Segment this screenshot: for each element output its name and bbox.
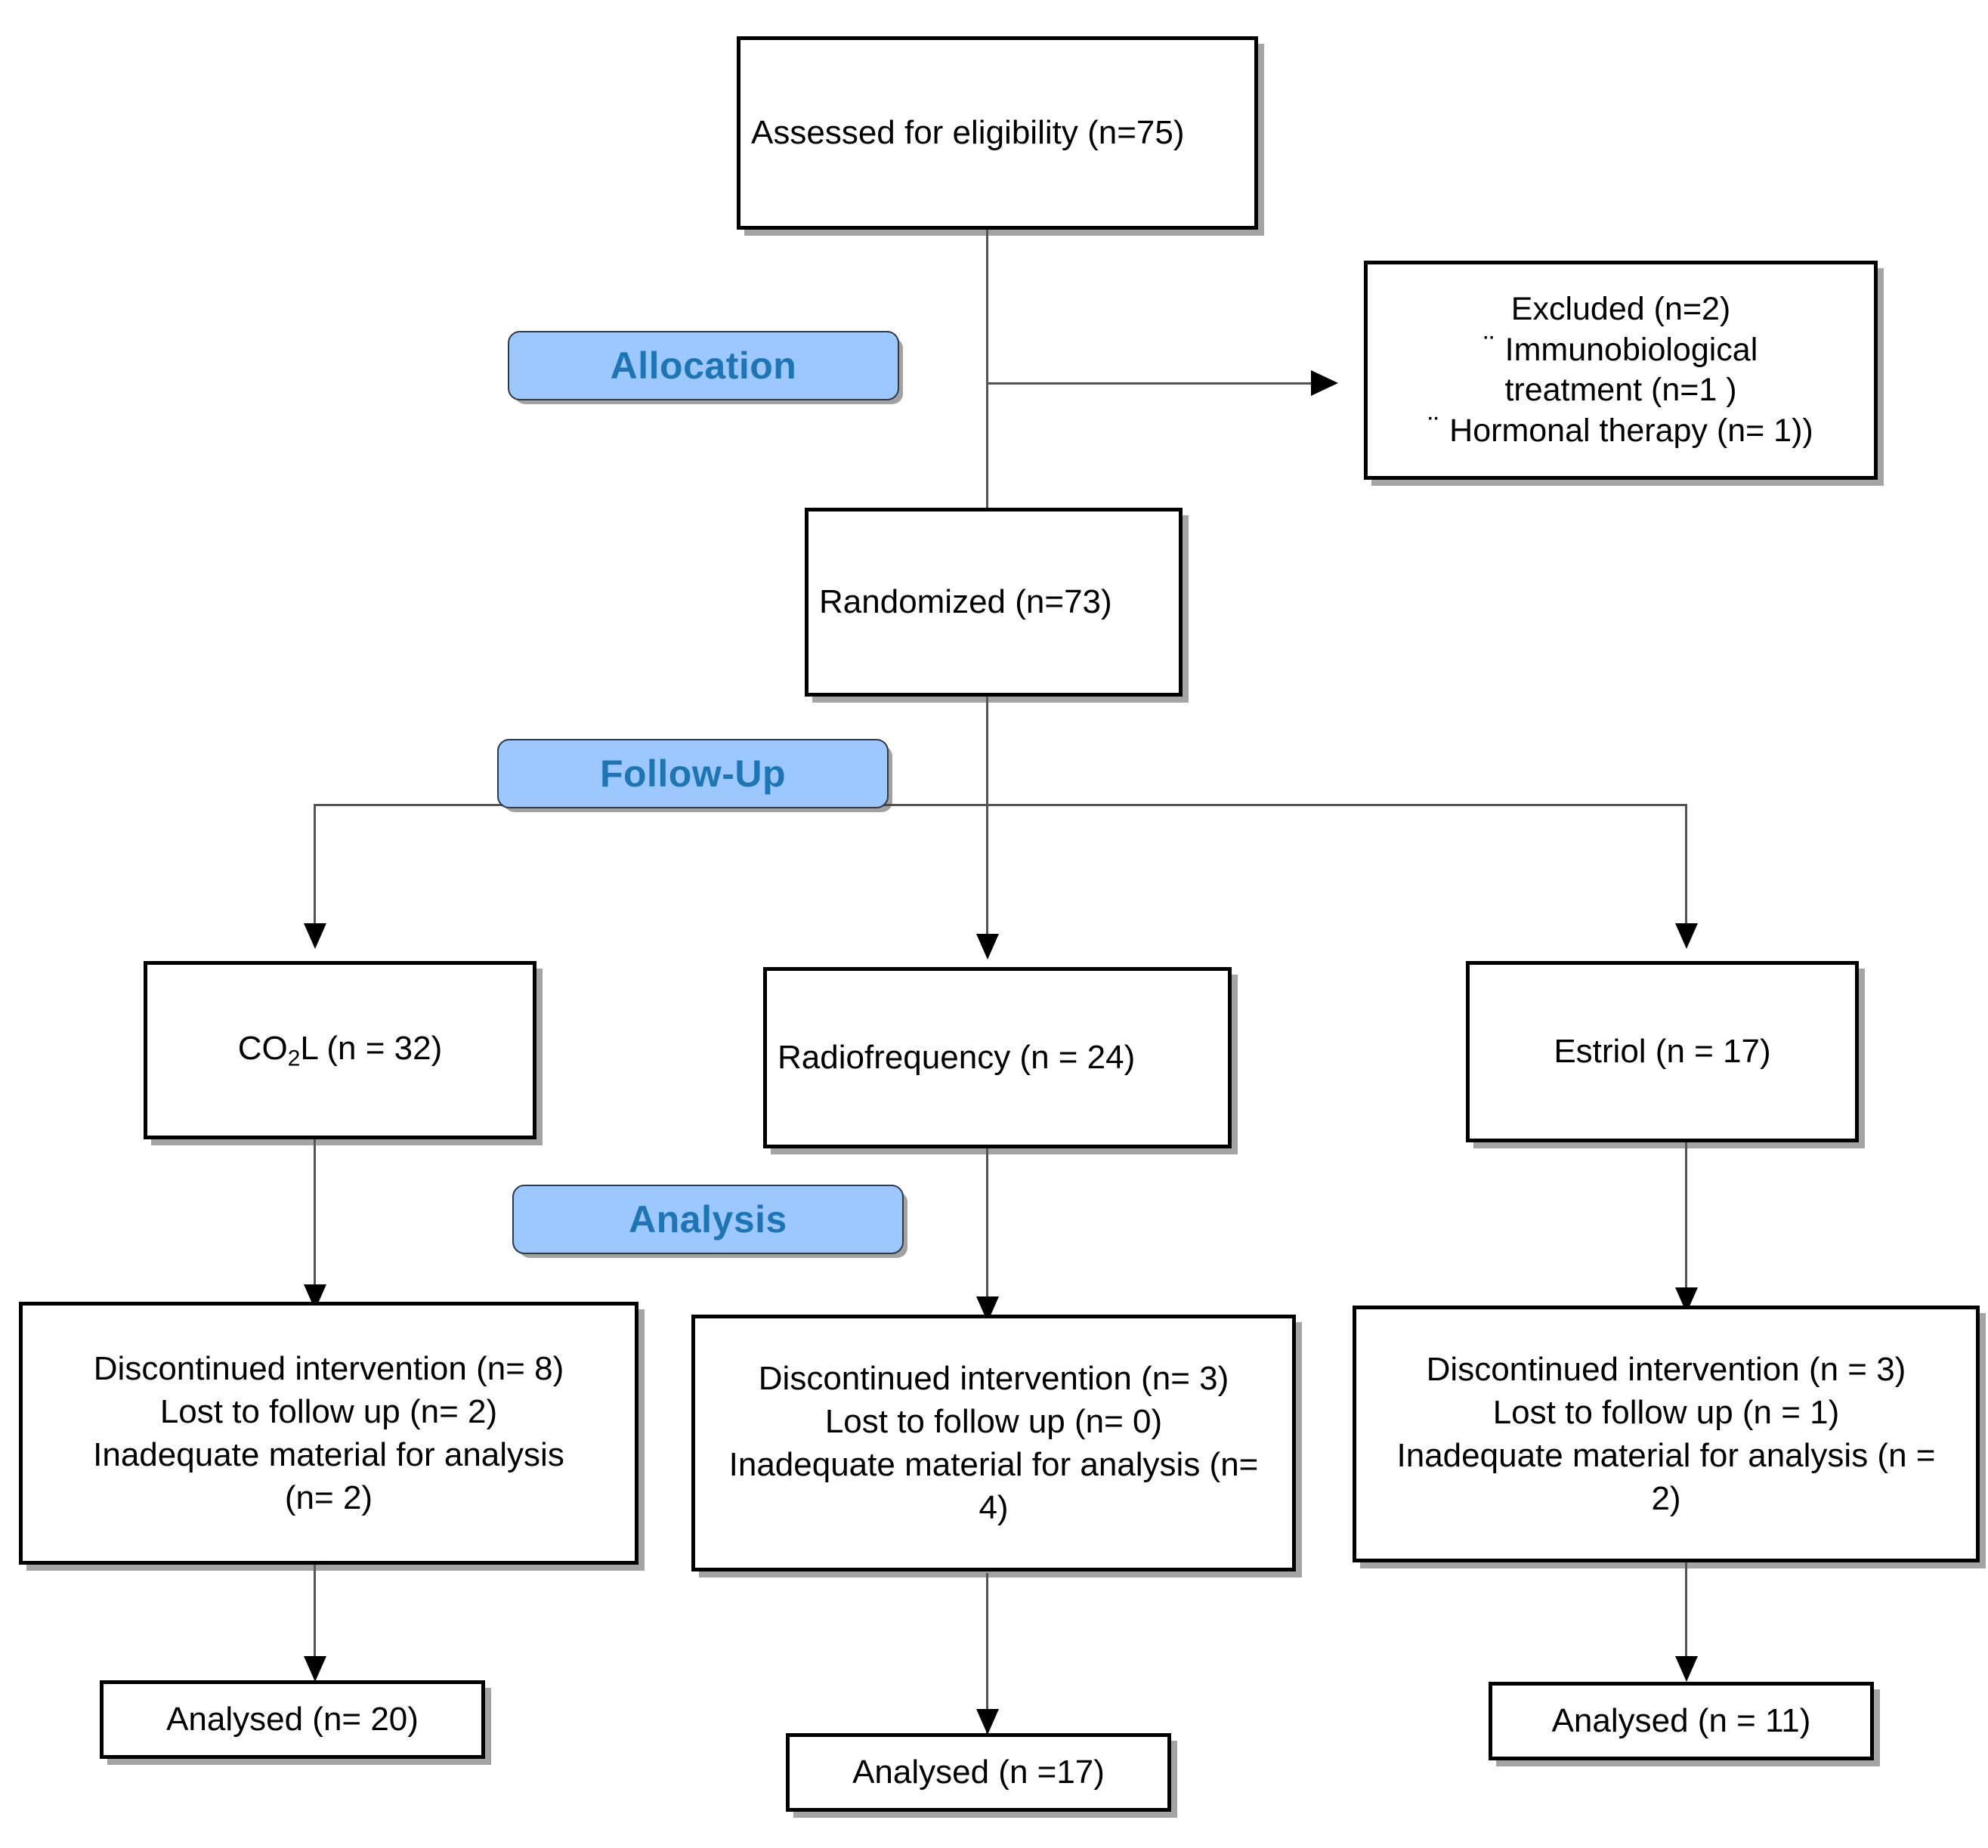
stage-follow-up-text: Follow-Up — [599, 752, 787, 795]
attrition-radiofrequency-line-3: Inadequate material for analysis (n= — [728, 1446, 1259, 1483]
arrow-to-arm-radiofrequency — [976, 934, 999, 960]
attrition-co2l-line-3: Inadequate material for analysis — [93, 1436, 564, 1473]
attrition-radiofrequency-line-1: Discontinued intervention (n= 3) — [758, 1359, 1229, 1397]
attrition-co2l-line-4: (n= 2) — [284, 1479, 373, 1517]
stage-allocation-text: Allocation — [610, 345, 797, 387]
connector-assessed-to-randomized — [986, 227, 988, 508]
connector-attrition-to-analysed-estriol — [1685, 1562, 1687, 1671]
attrition-estriol-line-2: Lost to follow up (n = 1) — [1492, 1393, 1840, 1431]
node-analysed-co2l: Analysed (n= 20) — [100, 1680, 485, 1759]
node-arm-estriol: Estriol (n = 17) — [1466, 961, 1859, 1142]
node-analysed-radiofrequency-label: Analysed (n =17) — [852, 1754, 1105, 1791]
node-analysed-radiofrequency: Analysed (n =17) — [786, 1733, 1171, 1812]
arrow-to-analysed-estriol — [1675, 1656, 1698, 1682]
node-assessed-for-eligibility: Assessed for eligibility (n=75) — [737, 36, 1258, 230]
node-excluded: Excluded (n=2) ¨Immunobiological treatme… — [1364, 261, 1878, 480]
node-randomized-label: Randomized (n=73) — [819, 583, 1112, 621]
diaeresis-bullet-icon-2: ¨ — [1428, 410, 1439, 446]
node-arm-radiofrequency-label: Radiofrequency (n = 24) — [778, 1039, 1136, 1077]
node-arm-co2l-label: CO2L (n = 32) — [237, 1029, 443, 1071]
excluded-reason-1-line-1: Immunobiological — [1504, 332, 1758, 369]
excluded-reason-1-line-2: treatment (n=1 ) — [1504, 372, 1737, 408]
node-attrition-estriol: Discontinued intervention (n = 3) Lost t… — [1353, 1306, 1980, 1562]
attrition-radiofrequency-line-2: Lost to follow up (n= 0) — [824, 1402, 1163, 1440]
connector-arm-to-attrition-radiofrequency — [986, 1147, 988, 1310]
arrow-to-arm-estriol — [1675, 923, 1698, 949]
attrition-co2l-line-2: Lost to follow up (n= 2) — [159, 1392, 498, 1430]
attrition-estriol-line-4: 2) — [1651, 1480, 1681, 1518]
arrow-to-analysed-co2l — [304, 1656, 326, 1682]
node-attrition-co2l: Discontinued intervention (n= 8) Lost to… — [19, 1302, 638, 1565]
stage-label-allocation: Allocation — [508, 331, 899, 400]
connector-split-to-arm-co2l — [314, 804, 316, 929]
connector-split-to-arm-estriol — [1685, 804, 1687, 929]
stage-label-follow-up: Follow-Up — [497, 739, 889, 808]
attrition-radiofrequency-line-4: 4) — [979, 1489, 1009, 1527]
node-attrition-radiofrequency: Discontinued intervention (n= 3) Lost to… — [691, 1315, 1296, 1571]
arrow-to-arm-co2l — [304, 923, 326, 949]
node-analysed-estriol: Analysed (n = 11) — [1489, 1682, 1874, 1760]
stage-label-analysis: Analysis — [512, 1185, 904, 1254]
arrow-to-excluded — [1311, 370, 1338, 396]
connector-to-excluded — [986, 382, 1311, 385]
node-assessed-label: Assessed for eligibility (n=75) — [751, 114, 1185, 152]
excluded-reason-2-row: ¨ Hormonal therapy (n= 1)) — [1378, 409, 1863, 451]
connector-arm-to-attrition-estriol — [1685, 1138, 1687, 1301]
node-analysed-co2l-label: Analysed (n= 20) — [166, 1701, 419, 1738]
node-arm-estriol-label: Estriol (n = 17) — [1554, 1033, 1771, 1071]
node-arm-co2l: CO2L (n = 32) — [144, 961, 536, 1139]
connector-attrition-to-analysed-co2l — [314, 1562, 316, 1671]
diaeresis-bullet-icon: ¨ — [1483, 329, 1495, 365]
attrition-estriol-line-3: Inadequate material for analysis (n = — [1396, 1437, 1936, 1474]
connector-split-bar — [314, 804, 1687, 806]
node-arm-radiofrequency: Radiofrequency (n = 24) — [763, 967, 1232, 1148]
attrition-estriol-line-1: Discontinued intervention (n = 3) — [1426, 1350, 1906, 1388]
connector-randomized-to-split — [986, 695, 988, 806]
node-analysed-estriol-label: Analysed (n = 11) — [1551, 1702, 1811, 1740]
connector-arm-to-attrition-co2l — [314, 1138, 316, 1298]
excluded-reason-2: Hormonal therapy (n= 1)) — [1449, 413, 1813, 450]
excluded-reason-1-row: ¨Immunobiological — [1378, 329, 1863, 370]
arrow-to-analysed-radiofrequency — [976, 1709, 999, 1735]
stage-analysis-text: Analysis — [629, 1198, 787, 1241]
node-randomized: Randomized (n=73) — [805, 508, 1183, 697]
connector-attrition-to-analysed-radiofrequency — [986, 1573, 988, 1733]
connector-split-to-arm-radiofrequency — [986, 804, 988, 940]
attrition-co2l-line-1: Discontinued intervention (n= 8) — [93, 1349, 564, 1387]
excluded-heading: Excluded (n=2) — [1510, 291, 1731, 328]
